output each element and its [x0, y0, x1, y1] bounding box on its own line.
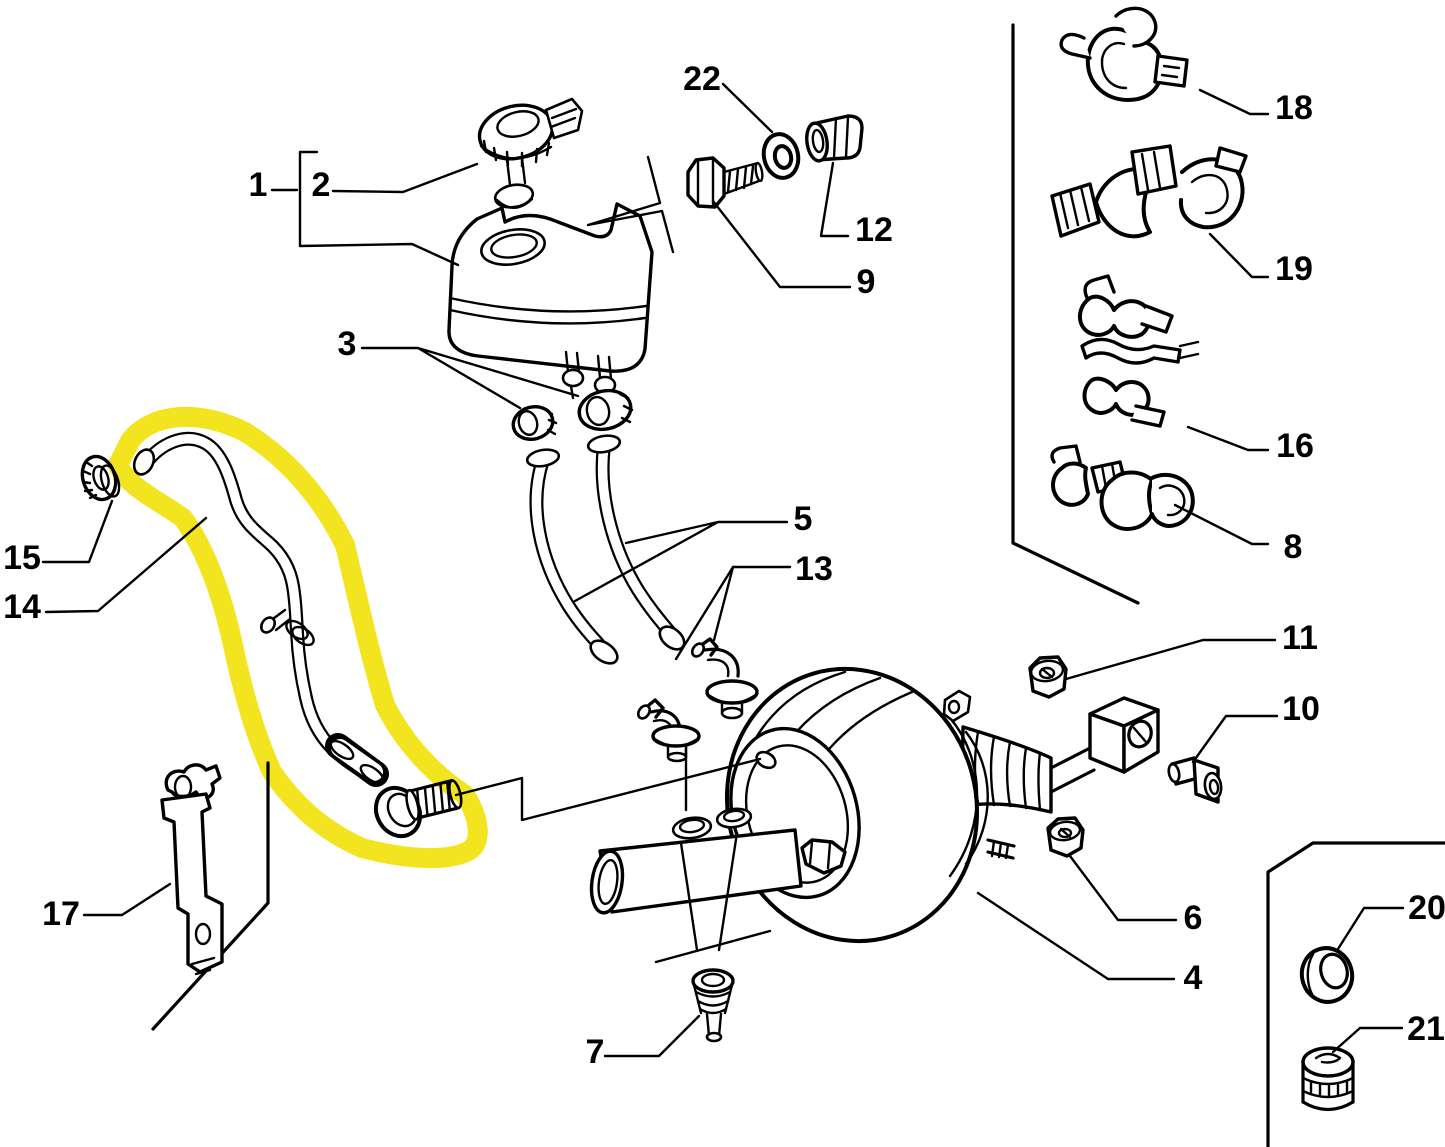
callout-6: 6 — [1184, 899, 1203, 937]
callout-15: 15 — [3, 539, 41, 577]
callout-17: 17 — [42, 895, 80, 933]
callout-1: 1 — [249, 166, 268, 204]
pipe-clip-8 — [1050, 444, 1195, 531]
callout-2: 2 — [312, 166, 331, 204]
plug-7 — [691, 968, 735, 1043]
callout-9: 9 — [857, 263, 876, 301]
filter-21 — [1301, 1046, 1355, 1112]
pipe-clip-16 — [1078, 274, 1200, 428]
bolt-9 — [686, 156, 764, 209]
nut-11 — [1028, 655, 1068, 699]
callout-22: 22 — [683, 60, 721, 98]
callout-18: 18 — [1275, 89, 1313, 127]
clip-15 — [80, 454, 121, 502]
reservoir-cap — [477, 97, 584, 209]
callout-14: 14 — [3, 588, 41, 626]
section-borders — [151, 23, 1445, 1147]
hose-clamps-3 — [511, 388, 634, 441]
fitting-10 — [1167, 756, 1223, 804]
hose-14 — [132, 431, 463, 839]
callout-12: 12 — [855, 211, 893, 249]
pointer-arrow — [586, 155, 675, 254]
callout-19: 19 — [1275, 250, 1313, 288]
pipe-clip-19 — [1050, 144, 1248, 239]
elbow-fittings-13 — [636, 637, 759, 763]
callout-4: 4 — [1184, 959, 1203, 997]
pipe-clip-18 — [1059, 6, 1189, 102]
callout-13: 13 — [795, 550, 833, 588]
callout-20: 20 — [1408, 889, 1445, 927]
highlight-loop — [108, 406, 488, 869]
grommet-20 — [1299, 946, 1355, 1004]
washer-22 — [761, 132, 801, 180]
nut-6 — [1046, 816, 1085, 858]
callout-8: 8 — [1284, 528, 1303, 566]
callout-11: 11 — [1282, 619, 1318, 657]
callout-3: 3 — [338, 325, 357, 363]
callout-labels: 1 2 3 4 5 6 7 8 9 10 11 12 13 14 15 16 1… — [3, 60, 1445, 1071]
brake-booster-4 — [724, 666, 1160, 944]
callout-10: 10 — [1282, 690, 1320, 728]
callout-7: 7 — [586, 1033, 605, 1071]
callout-5: 5 — [794, 500, 813, 538]
fluid-reservoir — [447, 202, 654, 408]
reservoir-hoses-5 — [525, 434, 686, 665]
callout-21: 21 — [1407, 1010, 1445, 1048]
callout-16: 16 — [1276, 427, 1314, 465]
bushing-12 — [805, 114, 864, 163]
master-cylinder — [589, 735, 847, 964]
bracket-17 — [160, 763, 224, 976]
leader-lines — [41, 82, 1405, 1058]
